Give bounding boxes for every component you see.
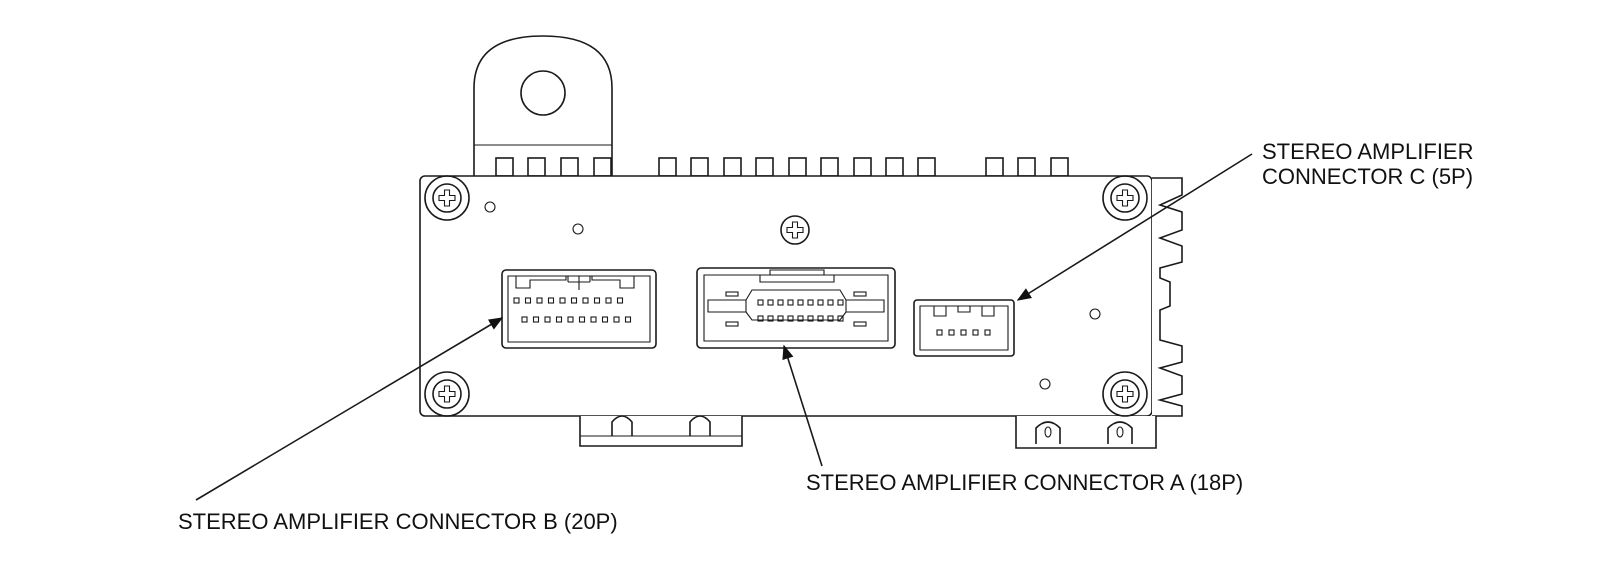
pin (807, 299, 814, 306)
screw (424, 371, 470, 417)
pin (613, 316, 620, 323)
pin (524, 297, 532, 304)
connector-a-18p (696, 267, 896, 349)
top-fin (495, 157, 514, 177)
screw-boss (1102, 371, 1148, 417)
label-connector-c-line2: CONNECTOR C (5P) (1262, 164, 1473, 189)
top-fin (917, 157, 936, 177)
pin (544, 316, 551, 323)
pin (948, 329, 955, 336)
top-fin (1017, 157, 1036, 177)
screw (424, 175, 470, 221)
top-fin (723, 157, 742, 177)
pin (807, 315, 814, 322)
bottom-mount-left (579, 415, 743, 447)
screw-cross (1116, 189, 1134, 207)
pin (787, 315, 794, 322)
pin (837, 299, 844, 306)
top-fin (593, 157, 612, 177)
pin (936, 329, 943, 336)
pin (521, 316, 528, 323)
pin (578, 316, 586, 323)
screw-cross (438, 189, 456, 207)
pin (777, 315, 784, 322)
top-fin (658, 157, 677, 177)
screw (1102, 175, 1148, 221)
bottom-mount-right (1015, 416, 1157, 449)
leader-connector-b (195, 317, 504, 501)
pin (817, 315, 824, 322)
top-fin (885, 157, 904, 177)
pin (787, 299, 794, 306)
top-fin (853, 157, 872, 177)
screw-head (780, 215, 810, 245)
pin (555, 316, 563, 323)
pin (532, 316, 540, 323)
screw-cross (786, 221, 804, 239)
screw-head (432, 379, 462, 409)
screw-head (432, 183, 462, 213)
pin (536, 297, 543, 304)
pin (827, 299, 834, 306)
bracket-hole (520, 70, 566, 116)
screw-head (1110, 183, 1140, 213)
pin (513, 297, 520, 304)
pin (817, 299, 824, 306)
pin (547, 297, 555, 304)
label-connector-c-line1: STEREO AMPLIFIER (1262, 139, 1474, 164)
pin (601, 316, 609, 323)
pin (960, 329, 967, 336)
pin (582, 297, 589, 304)
top-fin (985, 157, 1004, 177)
screw-boss (1102, 175, 1148, 221)
screw-head (1110, 379, 1140, 409)
screw-boss (424, 175, 470, 221)
pin (593, 297, 601, 304)
pin (797, 299, 804, 306)
pin (567, 316, 574, 323)
screw (1102, 371, 1148, 417)
top-fin (755, 157, 774, 177)
pin (777, 299, 784, 306)
screw-cross (1116, 385, 1134, 403)
pin (767, 315, 774, 322)
side-heat-fins (1152, 177, 1183, 417)
mounting-bracket (473, 35, 613, 176)
pin (559, 297, 566, 304)
connector-b-20p (501, 269, 657, 349)
connector-c-5p (913, 299, 1015, 357)
pin (767, 299, 774, 306)
screw-cross (438, 385, 456, 403)
screw (780, 215, 810, 245)
label-connector-a: STEREO AMPLIFIER CONNECTOR A (18P) (806, 470, 1243, 495)
pin (972, 329, 979, 336)
pin (605, 297, 612, 304)
leader-connector-c (1016, 153, 1253, 301)
pin (757, 315, 764, 322)
pin (757, 299, 764, 306)
top-fin (690, 157, 709, 177)
screw-boss (424, 371, 470, 417)
side-fin-outline (1152, 177, 1183, 417)
pin (797, 315, 804, 322)
top-fin (788, 157, 807, 177)
small-holes (484, 201, 1101, 390)
pin (570, 297, 578, 304)
pin (616, 297, 624, 304)
pin (827, 315, 834, 322)
top-fin (820, 157, 839, 177)
top-fin (560, 157, 579, 177)
pin (590, 316, 597, 323)
top-fin (1050, 157, 1069, 177)
pin (837, 315, 844, 322)
leader-connector-a (782, 344, 823, 467)
top-fin (527, 157, 546, 177)
pin (984, 329, 991, 336)
pin (624, 316, 632, 323)
label-connector-b: STEREO AMPLIFIER CONNECTOR B (20P) (178, 509, 618, 534)
